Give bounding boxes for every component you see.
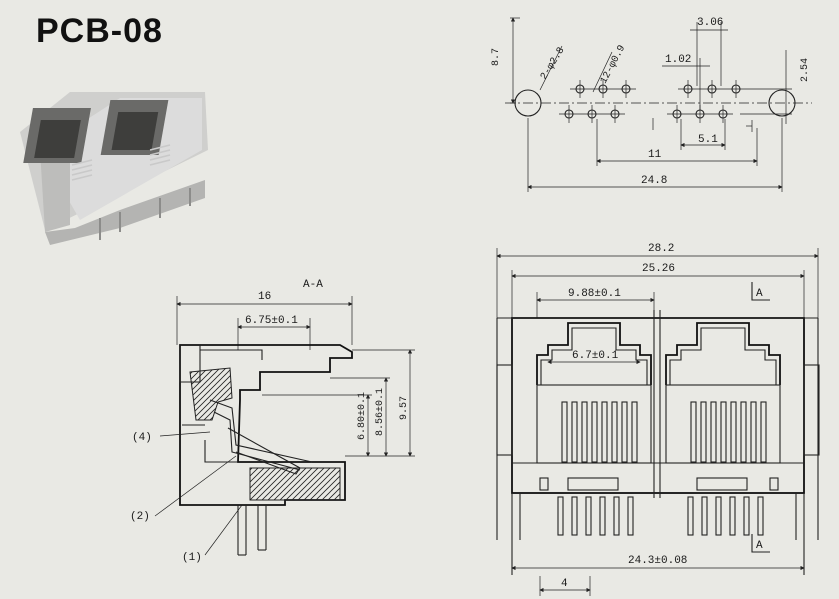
product-image — [20, 92, 208, 245]
dim-3-06: 3.06 — [697, 17, 723, 29]
pcb-layout-view: 8.7 2-φ2.8 12-φ0.9 3.06 1.02 2.54 5.1 — [491, 17, 812, 192]
dim-1-02: 1.02 — [665, 54, 691, 66]
section-view: A-A 16 6.75±0.1 — [130, 279, 415, 564]
dim-hole-small: 12-φ0.9 — [599, 44, 628, 86]
dim-5-1: 5.1 — [698, 134, 718, 146]
callout-4: (4) — [132, 432, 152, 444]
part-number-title: PCB-08 — [36, 12, 163, 50]
dim-28-2: 28.2 — [648, 243, 674, 255]
dim-6-7: 6.7±0.1 — [572, 350, 619, 362]
callout-1: (1) — [182, 552, 202, 564]
section-mark-bottom: A — [756, 540, 763, 552]
dim-8-56: 8.56±0.1 — [375, 388, 386, 436]
mounting-hole-right — [768, 89, 796, 117]
dim-16: 16 — [258, 291, 271, 303]
dim-24-8: 24.8 — [641, 175, 667, 187]
dim-hole-large: 2-φ2.8 — [539, 46, 567, 82]
dim-8-7: 8.7 — [491, 48, 502, 66]
dim-2-54: 2.54 — [800, 58, 811, 82]
dim-11: 11 — [648, 149, 662, 161]
dim-24-3: 24.3±0.08 — [628, 555, 687, 567]
dim-6-8: 6.80±0.1 — [357, 392, 368, 440]
callout-2: (2) — [130, 511, 150, 523]
dim-4: 4 — [561, 578, 568, 590]
dim-6-75: 6.75±0.1 — [245, 315, 298, 327]
section-label: A-A — [303, 279, 323, 291]
dim-25-26: 25.26 — [642, 263, 675, 275]
dim-9-57: 9.57 — [399, 396, 410, 420]
section-mark-top: A — [756, 288, 763, 300]
dim-9-88: 9.88±0.1 — [568, 288, 621, 300]
front-view: 28.2 25.26 9.88±0.1 A A — [496, 243, 820, 596]
